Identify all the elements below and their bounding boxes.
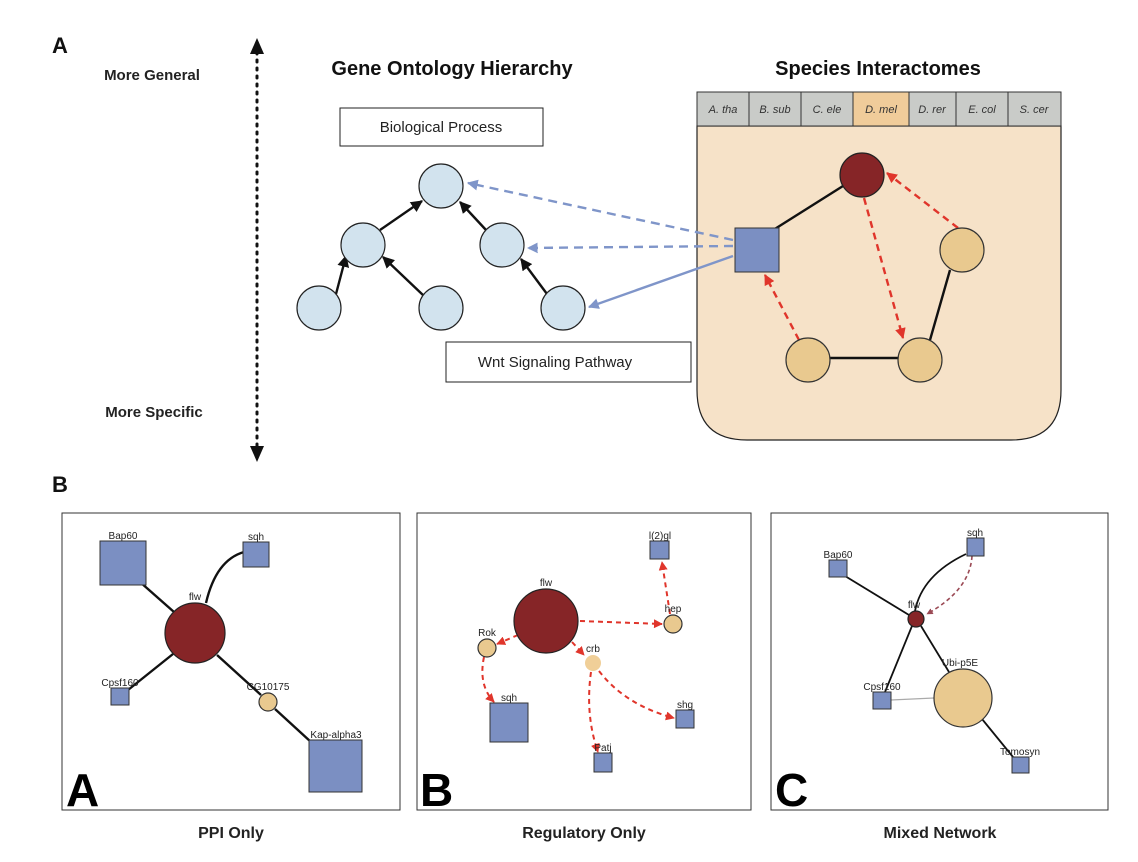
node-kap-alpha3 [308,739,363,793]
node-label: sqh [248,532,264,543]
tab-label: S. cer [1020,104,1050,116]
go-node [296,285,342,331]
tab-s-cer[interactable] [1007,91,1062,127]
gene-node [939,227,985,273]
more-general-label: More General [104,67,200,84]
tab-label: D. rer [918,104,947,116]
tab-a-tha[interactable] [696,91,750,127]
network-mixed: Bap60 sqh flw Ubi-p5E Cpsf160 Tomosyn C [770,512,1109,816]
biological-process-box [339,107,544,147]
node-label: sqh [501,693,517,704]
node-label: flw [189,592,202,603]
node-hep [663,614,683,634]
node-bap60 [828,559,848,578]
node-label: Ubi-p5E [942,658,978,669]
go-hierarchy: Biological Process Wnt Signaling Pathway [296,107,692,383]
tab-b-sub[interactable] [748,91,802,127]
node-bap60 [99,540,147,586]
query-node [839,152,885,198]
wnt-pathway-label: Wnt Signaling Pathway [478,354,633,371]
node-label: Cpsf160 [863,682,901,693]
panel-letter: C [775,764,808,816]
more-specific-label: More Specific [105,404,203,421]
arrow-up-icon [250,38,264,54]
species-interactomes-title: Species Interactomes [775,58,981,80]
tab-e-col[interactable] [955,91,1009,127]
node-ubi-p5e [933,668,993,728]
go-node-root [418,163,464,209]
node-flw [907,610,925,628]
network-ppi-only: Bap60 sqh flw Cpsf160 CG10175 Kap-alpha3… [61,512,401,816]
arrow-down-icon [250,446,264,462]
species-tabs: A. tha B. sub C. ele D. mel D. rer E. co… [696,91,1062,127]
protein-node [734,227,780,273]
tab-label: D. mel [865,104,897,116]
node-flw [164,602,226,664]
node-label: Rok [478,628,497,639]
node-label: flw [540,578,553,589]
node-label: CG10175 [247,682,290,693]
node-rok [477,638,497,658]
annotation-edges [466,179,734,309]
node-l2gl [649,540,670,560]
node-patj [593,752,613,773]
gene-node [897,337,943,383]
go-node [479,222,525,268]
go-hierarchy-title: Gene Ontology Hierarchy [331,58,573,80]
go-node [418,285,464,331]
node-crb [585,655,601,671]
node-cg10175 [258,692,278,712]
panel-letter: A [66,764,99,816]
node-flw [513,588,579,654]
wnt-pathway-box [445,341,692,383]
node-label: crb [586,644,600,655]
species-panel: A. tha B. sub C. ele D. mel D. rer E. co… [696,91,1062,441]
caption-mixed-network: Mixed Network [884,825,997,842]
node-label: Kap-alpha3 [310,730,362,741]
node-sqh [242,541,270,568]
node-label: sqh [967,528,983,539]
go-node [340,222,386,268]
node-label: Patj [594,743,611,754]
section-a-label: A [52,33,68,58]
node-cpsf160 [872,691,892,710]
caption-regulatory-only: Regulatory Only [522,825,646,842]
gene-node [785,337,831,383]
tab-label: C. ele [813,104,842,116]
specificity-axis [250,38,264,462]
node-tomosyn [1011,756,1030,774]
node-label: Tomosyn [1000,747,1040,758]
node-shg [675,709,695,729]
caption-ppi-only: PPI Only [198,825,264,842]
biological-process-label: Biological Process [380,119,503,136]
panel-letter: B [420,764,453,816]
tab-label: E. col [968,104,996,116]
tab-label: B. sub [759,104,790,116]
go-node-wnt [540,285,586,331]
node-label: hep [665,604,682,615]
node-cpsf160 [110,687,130,706]
node-sqh [966,537,985,557]
node-label: Bap60 [824,550,853,561]
node-label: flw [908,600,921,611]
section-b-label: B [52,472,68,497]
node-label: shg [677,700,693,711]
tab-d-mel[interactable] [852,91,910,127]
tab-label: A. tha [708,104,738,116]
node-label: l(2)gl [649,531,671,542]
node-sqh [489,702,529,743]
network-regulatory-only: l(2)gl flw hep Rok crb sqh shg Patj B [416,512,752,816]
node-label: Bap60 [109,531,138,542]
node-label: Cpsf160 [101,678,139,689]
